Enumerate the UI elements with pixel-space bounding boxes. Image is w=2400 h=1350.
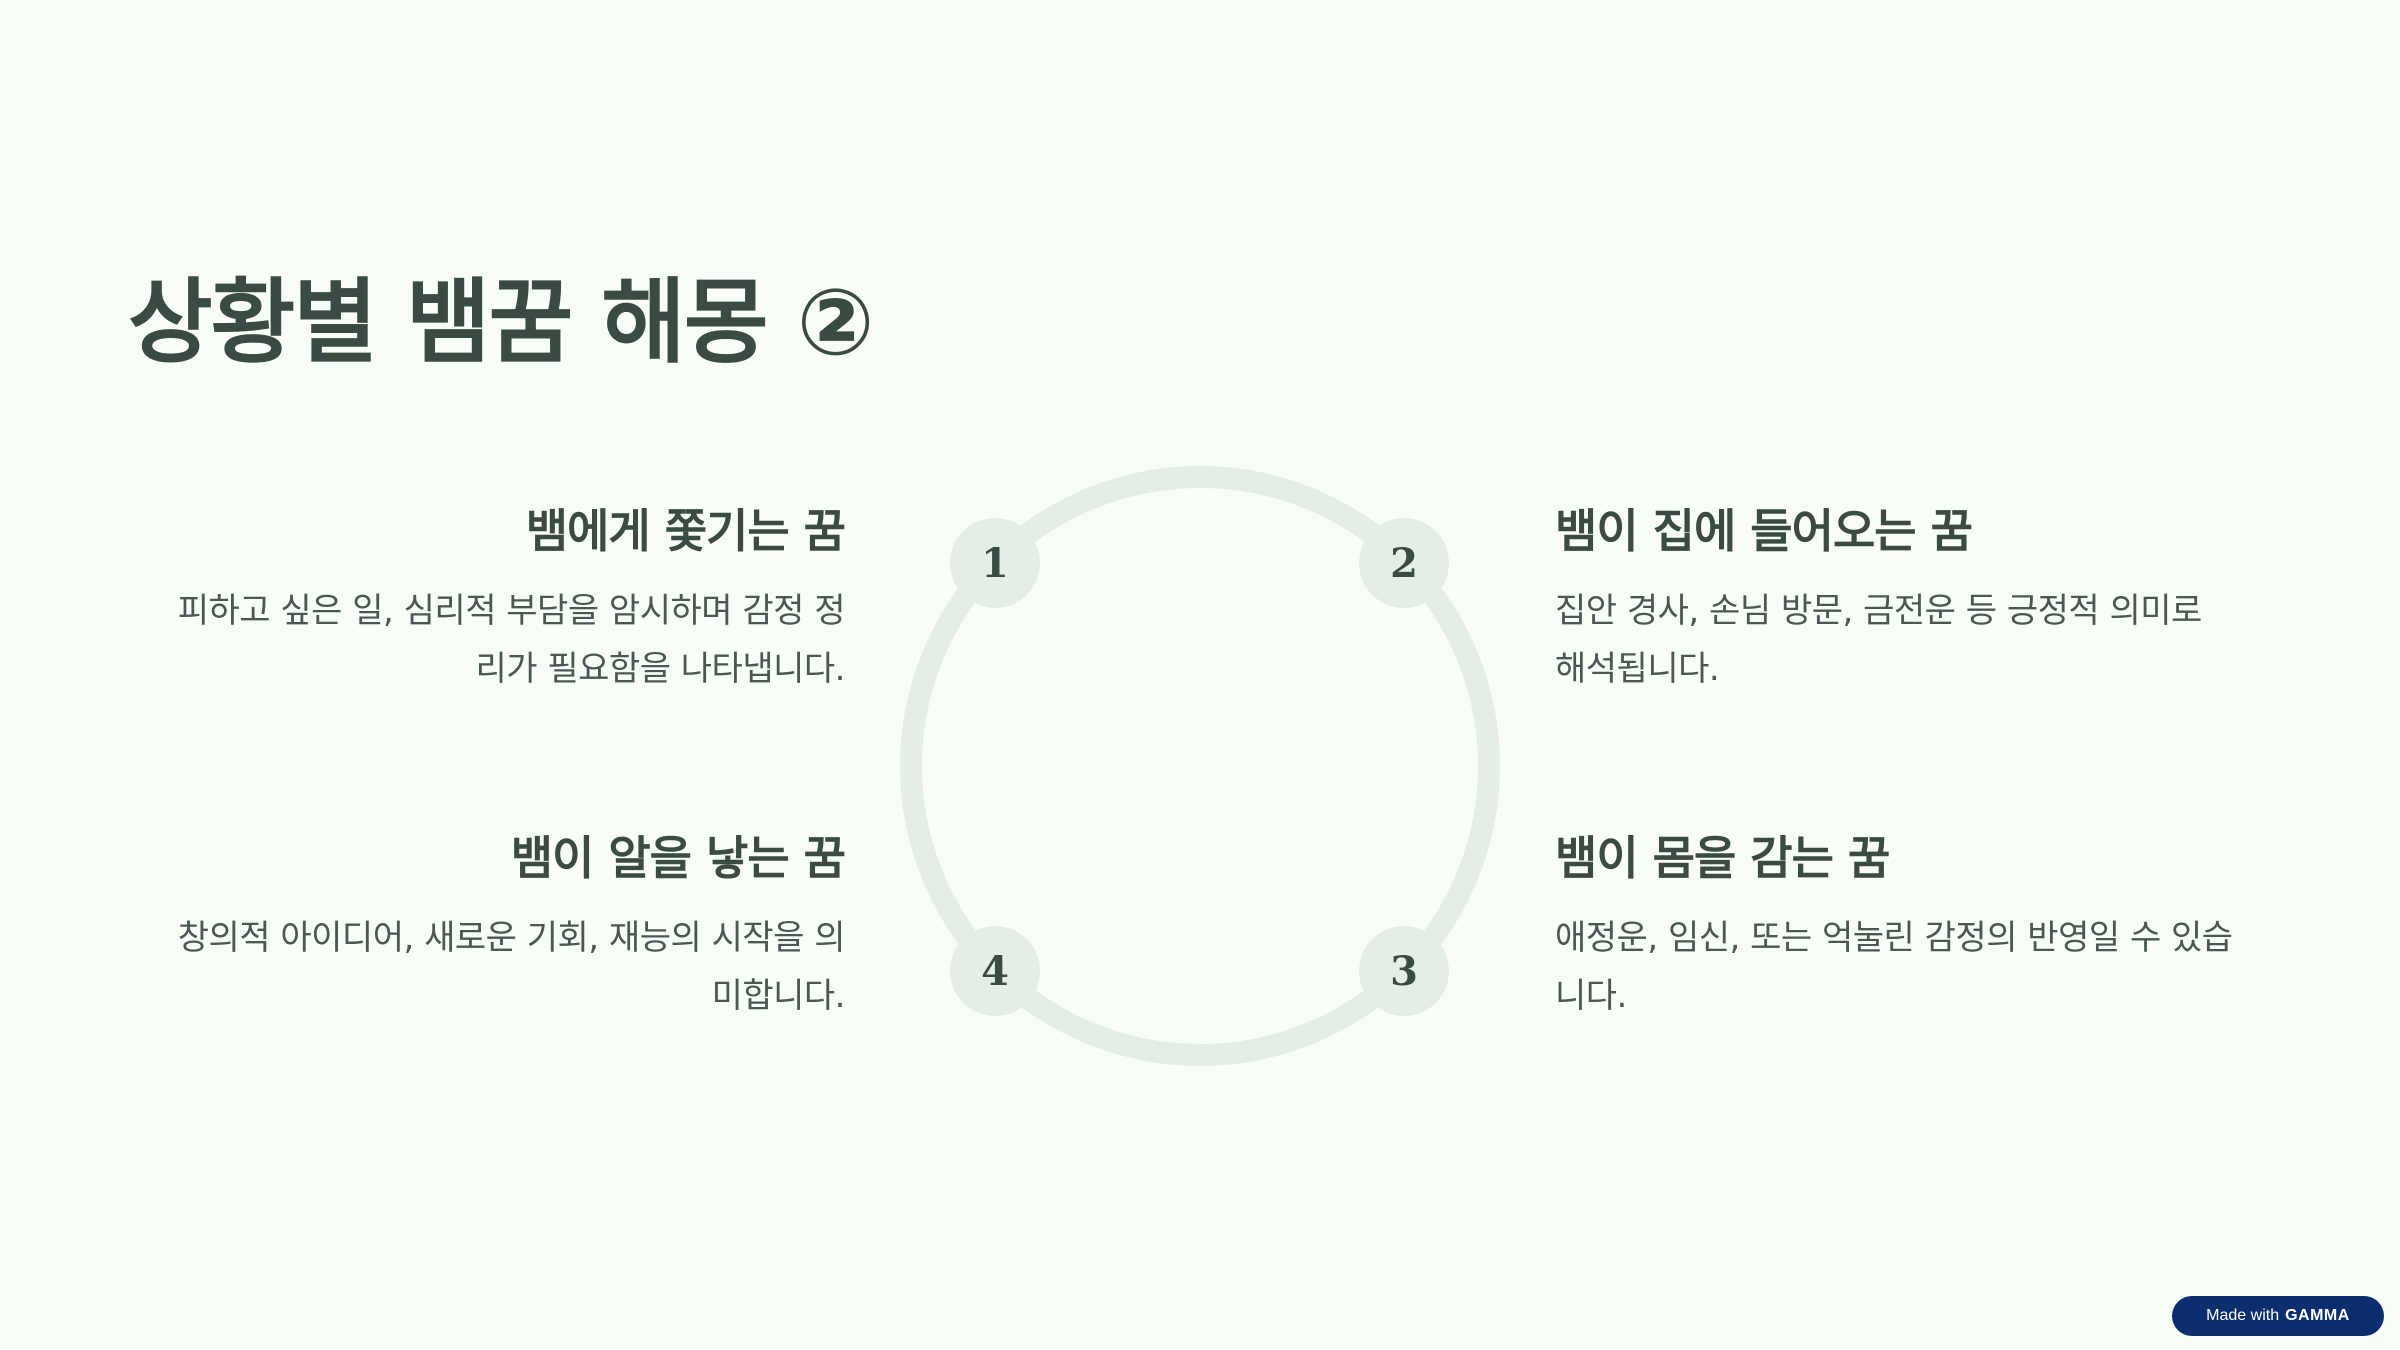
- item-description: 피하고 싶은 일, 심리적 부담을 암시하며 감정 정 리가 필요함을 나타냅니…: [125, 582, 846, 698]
- dream-item-chased: 뱀에게 쫓기는 꿈 피하고 싶은 일, 심리적 부담을 암시하며 감정 정 리가…: [125, 502, 846, 698]
- item-description: 애정운, 임신, 또는 억눌린 감정의 반영일 수 있습 니다.: [1555, 909, 2295, 1025]
- item-heading: 뱀이 알을 낳는 꿈: [510, 831, 846, 885]
- gamma-logo: GAMMA: [2285, 1307, 2350, 1324]
- made-with-gamma-badge[interactable]: Made with GAMMA: [2172, 1296, 2384, 1336]
- item-heading: 뱀에게 쫓기는 꿈: [525, 504, 846, 558]
- item-description: 창의적 아이디어, 새로운 기회, 재능의 시작을 의 미합니다.: [125, 909, 846, 1025]
- item-heading: 뱀이 몸을 감는 꿈: [1555, 831, 1890, 885]
- step-number-badge-1: 1: [950, 518, 1040, 608]
- item-description-line: 미합니다.: [711, 975, 846, 1016]
- item-description-line: 리가 필요함을 나타냅니다.: [475, 648, 845, 689]
- item-description-line: 니다.: [1555, 975, 1627, 1016]
- item-description-line: 창의적 아이디어, 새로운 기회, 재능의 시작을 의: [177, 917, 846, 958]
- step-number-badge-2: 2: [1359, 518, 1449, 608]
- item-description-line: 피하고 싶은 일, 심리적 부담을 암시하며 감정 정: [177, 590, 846, 631]
- badge-prefix: Made with: [2206, 1307, 2280, 1324]
- item-heading: 뱀이 집에 들어오는 꿈: [1555, 504, 1973, 558]
- step-number-badge-4: 4: [950, 926, 1040, 1016]
- dream-item-enters-house: 뱀이 집에 들어오는 꿈 집안 경사, 손님 방문, 금전운 등 긍정적 의미로…: [1555, 502, 2275, 698]
- step-number-badge-3: 3: [1359, 926, 1449, 1016]
- page-title: 상황별 뱀꿈 해몽 ②: [128, 269, 874, 376]
- item-description: 집안 경사, 손님 방문, 금전운 등 긍정적 의미로 해석됩니다.: [1555, 582, 2275, 698]
- dream-item-wraps-body: 뱀이 몸을 감는 꿈 애정운, 임신, 또는 억눌린 감정의 반영일 수 있습 …: [1555, 829, 2295, 1025]
- dream-item-lays-eggs: 뱀이 알을 낳는 꿈 창의적 아이디어, 새로운 기회, 재능의 시작을 의 미…: [125, 829, 846, 1025]
- item-description-line: 애정운, 임신, 또는 억눌린 감정의 반영일 수 있습: [1555, 917, 2233, 958]
- item-description-line: 해석됩니다.: [1555, 648, 1720, 689]
- item-description-line: 집안 경사, 손님 방문, 금전운 등 긍정적 의미로: [1555, 590, 2202, 631]
